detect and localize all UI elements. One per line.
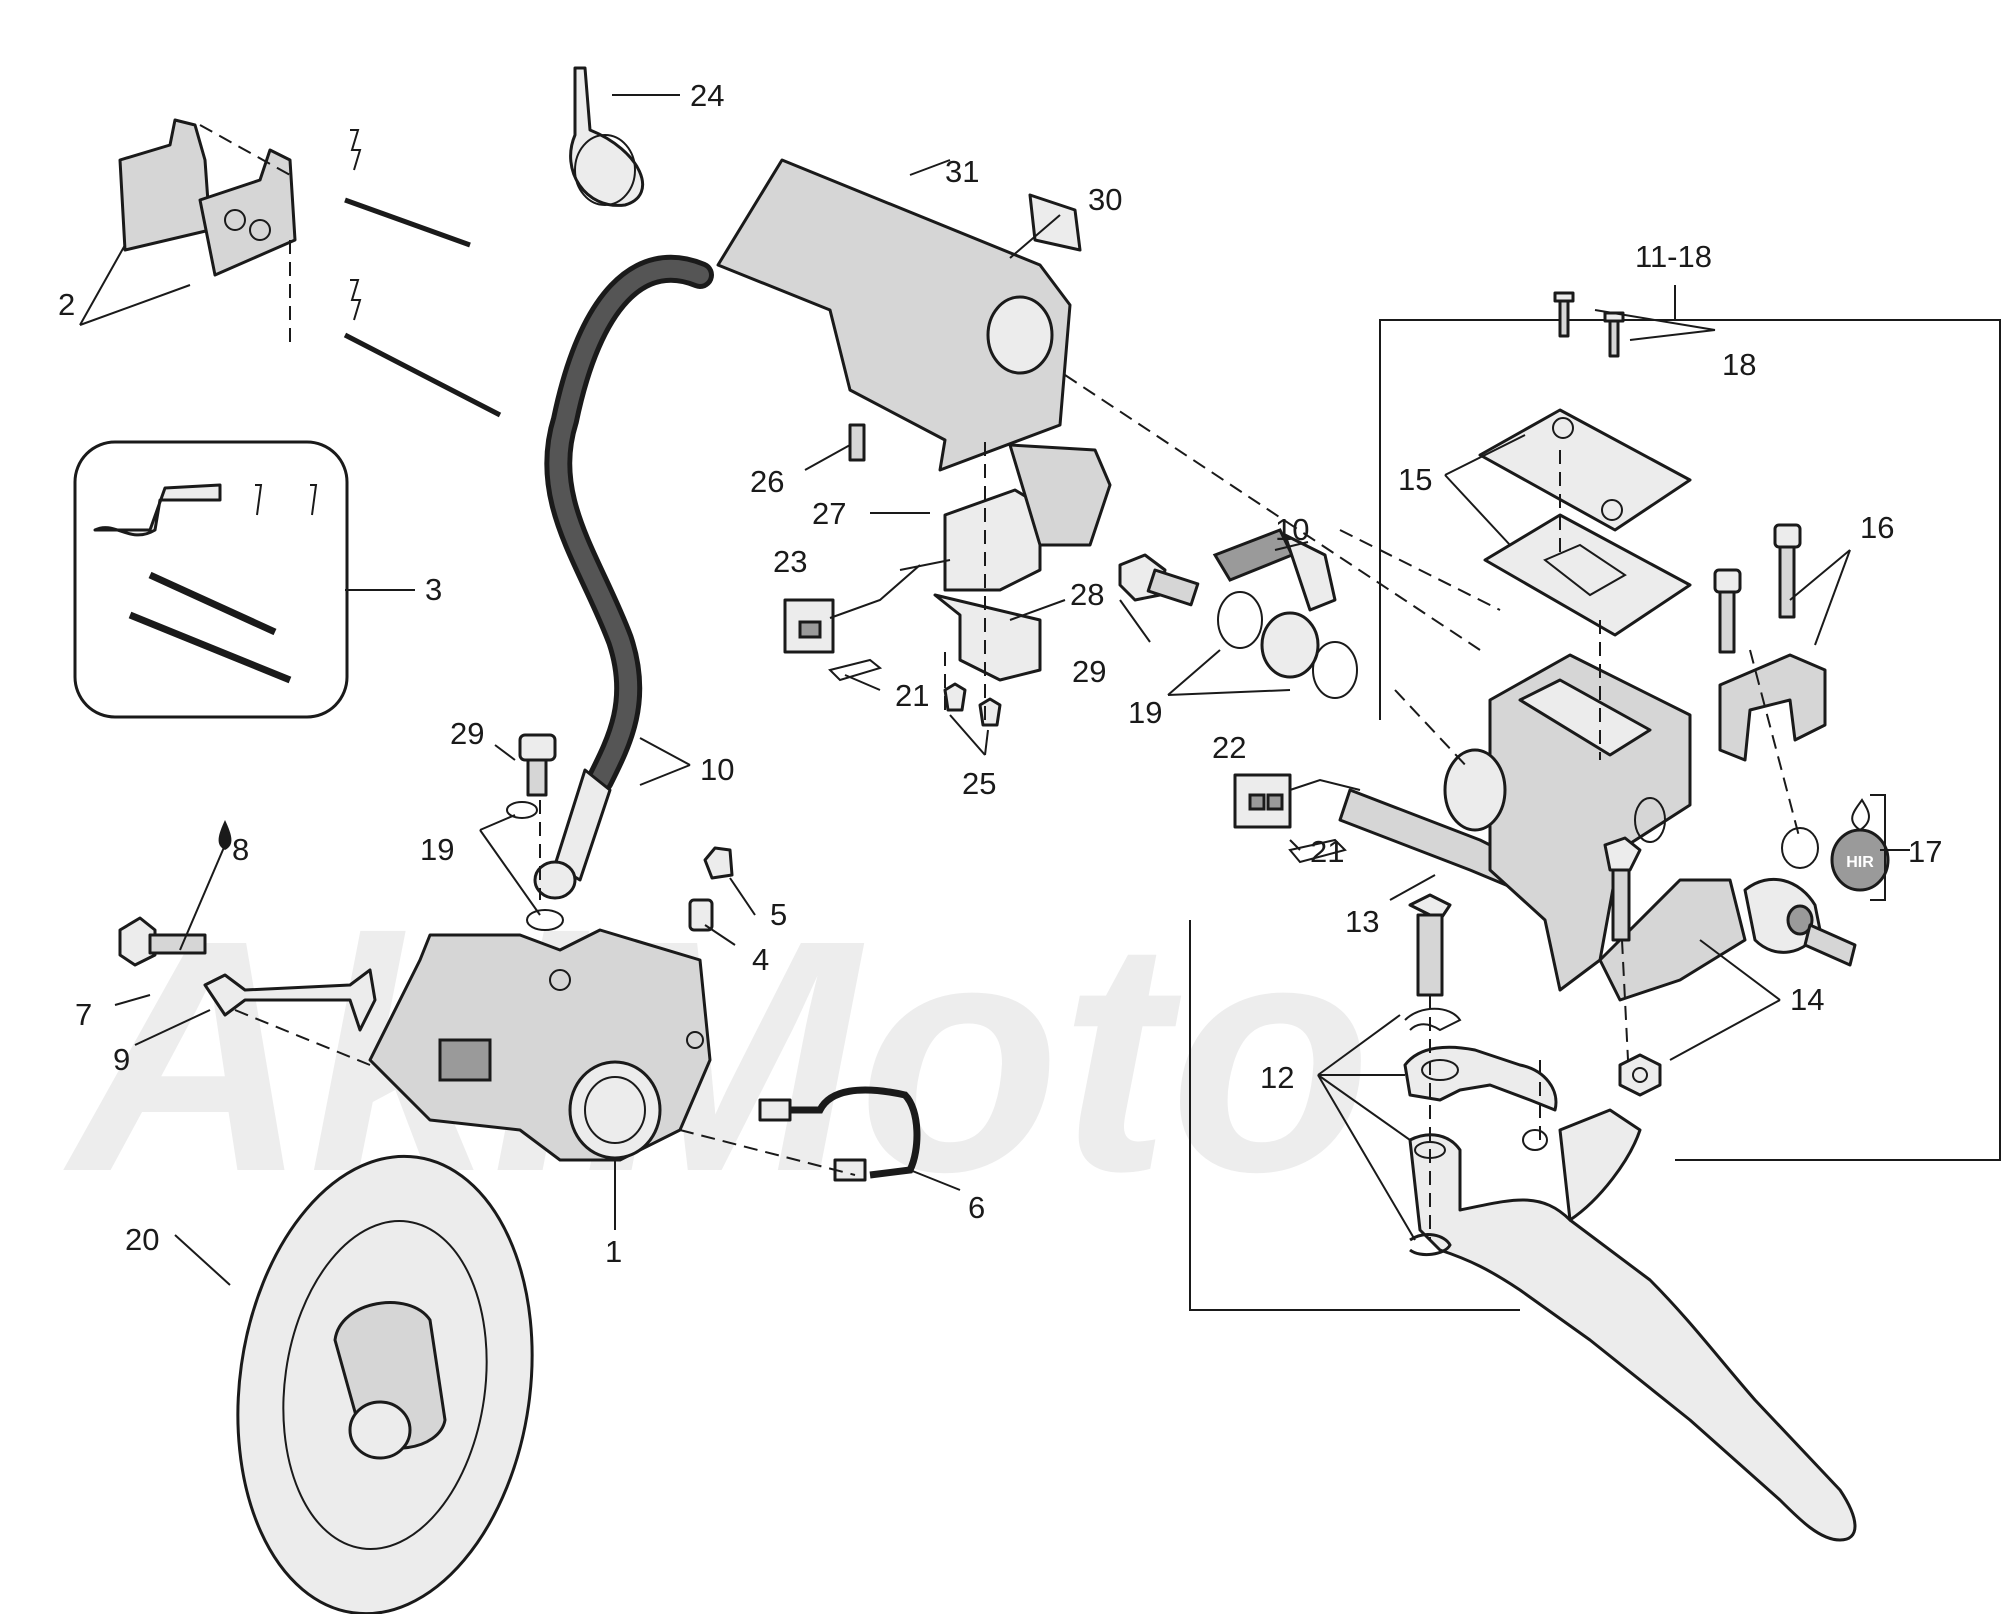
washers-left: [506, 801, 577, 931]
callout-7: 7: [75, 997, 92, 1032]
dust-boot: [1743, 877, 1857, 967]
lever-pin: [1408, 893, 1452, 997]
callout-17: 17: [1908, 834, 1942, 869]
callout-30: 30: [1088, 182, 1122, 217]
connector-right: [1233, 773, 1361, 829]
callout-27: 27: [812, 496, 846, 531]
cable-tie: [569, 66, 645, 207]
callout-16: 16: [1860, 510, 1894, 545]
lever-spring: [1404, 1007, 1462, 1032]
callout-5: 5: [770, 897, 787, 932]
threadlock-drop-icon: [218, 820, 232, 850]
reservoir-cap: HIR: [1830, 828, 1890, 892]
cap-text: HIR: [1846, 854, 1874, 871]
brake-lever: [1408, 1108, 1857, 1542]
reservoir-diaphragm: [1483, 513, 1692, 637]
pivot-nut: [1618, 1053, 1662, 1097]
washers-right: [1217, 591, 1358, 699]
callout-23: 23: [773, 544, 807, 579]
lever-adjuster: [1403, 1045, 1558, 1112]
callout-2: 2: [58, 287, 75, 322]
callout-6: 6: [968, 1190, 985, 1225]
callout-31: 31: [945, 154, 979, 189]
assembly-lines: [234, 374, 1801, 1240]
callout-12: 12: [1260, 1060, 1294, 1095]
callout-21-left: 21: [895, 678, 929, 713]
bleeder-cap: [703, 846, 734, 880]
callout-19-right: 19: [1128, 695, 1162, 730]
callout-1: 1: [605, 1234, 622, 1269]
watermark: AkiMoto: [60, 871, 1372, 1240]
callout-14: 14: [1790, 982, 1824, 1017]
callout-10-left: 10: [700, 752, 734, 787]
pin-kit-box: [73, 440, 349, 719]
hose-end-right: [1212, 528, 1337, 612]
callout-21-right: 21: [1310, 834, 1344, 869]
callout-13: 13: [1345, 904, 1379, 939]
callout-26: 26: [750, 464, 784, 499]
callout-24: 24: [690, 78, 724, 113]
lever-group-outline: [1189, 920, 1520, 1311]
callout-20: 20: [125, 1222, 159, 1257]
pivot-bolt: [1603, 836, 1642, 942]
callout-11-18: 11-18: [1635, 239, 1712, 274]
brake-hose: [544, 254, 714, 882]
pad-pins: [343, 129, 502, 418]
clamp-bolts: [1713, 523, 1802, 654]
banjo-bolt-right: [1118, 553, 1200, 607]
e-clip: [1409, 1233, 1452, 1257]
callout-4: 4: [752, 942, 769, 977]
handlebar-clamp: [1718, 653, 1827, 762]
brake-caliper: [368, 928, 712, 1162]
leader-lines: [79, 94, 1910, 1286]
brake-disc: [236, 1154, 534, 1614]
callout-25: 25: [962, 766, 996, 801]
caliper-pipe: [758, 1086, 921, 1182]
master-cylinder-body: [1443, 653, 1747, 1002]
master-cylinder-group-outline: [1379, 285, 2001, 1161]
warning-label: [1028, 193, 1082, 252]
brake-pads: [118, 118, 297, 350]
reservoir-cover: [1478, 408, 1692, 532]
callout-28: 28: [1070, 577, 1104, 612]
callout-22: 22: [1212, 730, 1246, 765]
bleeder-valve: [688, 898, 714, 932]
cover-screws: [1553, 291, 1625, 358]
switch-bracket: [933, 593, 1042, 682]
terminal-clip-right: [1288, 838, 1347, 864]
callout-18: 18: [1722, 347, 1756, 382]
callout-3: 3: [425, 572, 442, 607]
callout-29-right: 29: [1072, 654, 1106, 689]
small-spring: [848, 423, 866, 462]
callout-15: 15: [1398, 462, 1432, 497]
terminal-clip-left: [828, 658, 883, 682]
brake-light-switch: [899, 443, 1112, 592]
banjo-bolt-left: [518, 733, 557, 797]
callout-8: 8: [232, 832, 249, 867]
switch-housing: [716, 158, 1072, 472]
callout-10-right: 10: [1275, 512, 1309, 547]
callout-19-left: 19: [420, 832, 454, 867]
callout-9: 9: [113, 1042, 130, 1077]
connector-left: [783, 564, 921, 654]
callout-labels: 24 2 3 31 30 11-18 18 26 15 16 27 10 23 …: [58, 78, 1942, 1269]
caliper-bolt: [118, 916, 207, 967]
callout-29-left: 29: [450, 716, 484, 751]
o-ring: [1781, 827, 1819, 869]
clip-17: [1851, 798, 1870, 832]
lock-plate: [203, 968, 377, 1032]
